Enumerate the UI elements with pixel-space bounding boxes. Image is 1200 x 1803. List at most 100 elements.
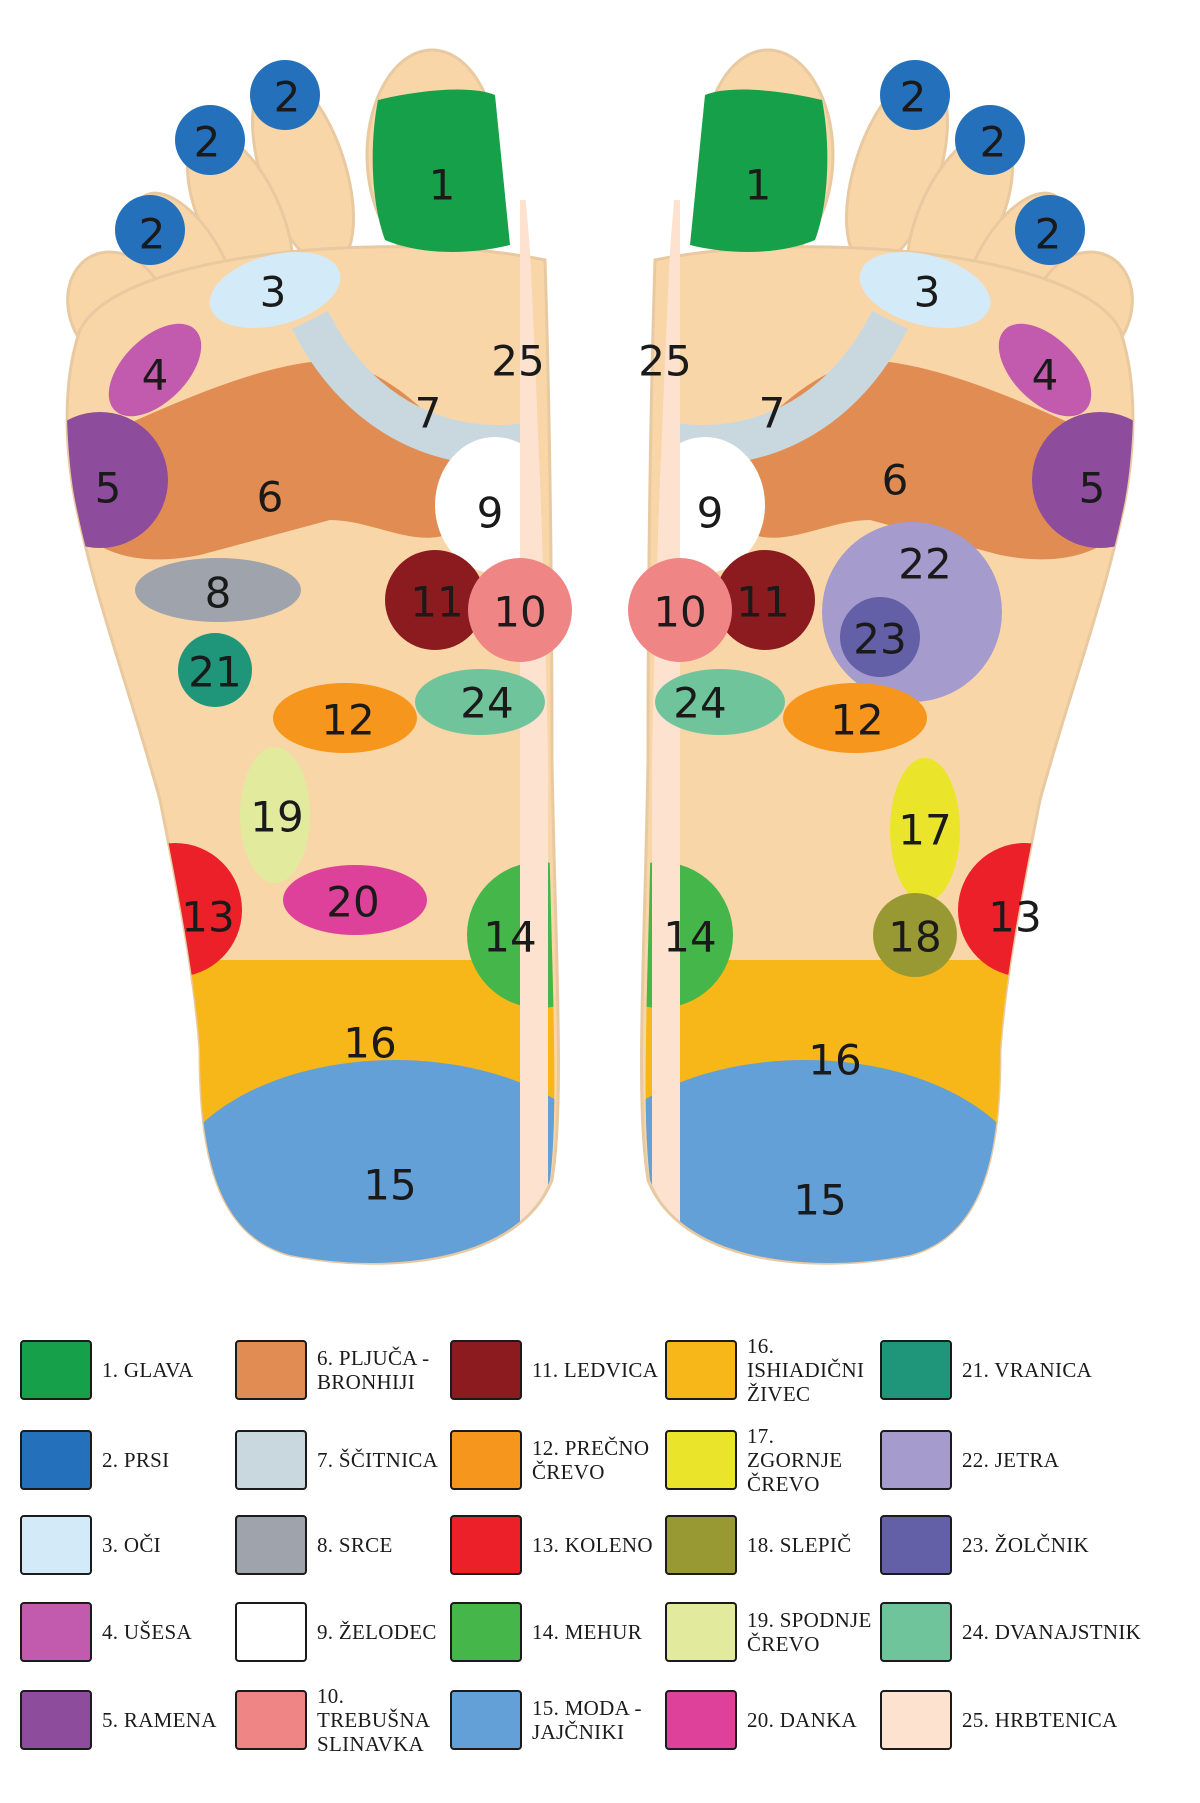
legend-label: 20. DANKA bbox=[747, 1708, 858, 1732]
right-zone-4 bbox=[998, 323, 1092, 417]
left-label-3: 3 bbox=[260, 268, 287, 317]
left-zone-11 bbox=[385, 550, 485, 650]
legend-swatch bbox=[665, 1340, 737, 1400]
right-label-18: 18 bbox=[888, 913, 941, 962]
left-zone-15 bbox=[165, 1060, 555, 1263]
legend-item: 11. LEDVICA bbox=[450, 1330, 660, 1410]
left-label-10: 10 bbox=[493, 588, 546, 637]
right-label-11: 11 bbox=[736, 578, 789, 627]
legend-swatch bbox=[235, 1690, 307, 1750]
left-label-2-a: 2 bbox=[274, 73, 301, 122]
legend-label: 22. JETRA bbox=[962, 1448, 1060, 1472]
legend-swatch bbox=[880, 1602, 952, 1662]
left-label-12: 12 bbox=[321, 696, 374, 745]
legend-label: 14. MEHUR bbox=[532, 1620, 643, 1644]
legend-label: 10. TREBUŠNA SLINAVKA bbox=[317, 1684, 430, 1756]
legend-label: 21. VRANICA bbox=[962, 1358, 1093, 1382]
left-zone-19 bbox=[240, 747, 310, 883]
left-label-5: 5 bbox=[95, 464, 122, 513]
right-label-2-b: 2 bbox=[980, 118, 1007, 167]
left-label-25: 25 bbox=[491, 337, 544, 386]
left-label-24: 24 bbox=[460, 679, 513, 728]
right-zone-5 bbox=[1032, 412, 1134, 548]
left-zone-24 bbox=[415, 669, 545, 735]
right-label-15: 15 bbox=[793, 1176, 846, 1225]
legend-item: 5. RAMENA bbox=[20, 1680, 230, 1760]
left-label-1: 1 bbox=[429, 161, 456, 210]
right-label-24: 24 bbox=[673, 679, 726, 728]
legend-label: 9. ŽELODEC bbox=[317, 1620, 437, 1644]
left-zone-2-c bbox=[115, 195, 185, 265]
right-label-12: 12 bbox=[830, 696, 883, 745]
right-label-5: 5 bbox=[1079, 464, 1106, 513]
legend-label: 5. RAMENA bbox=[102, 1708, 217, 1732]
right-zone-10 bbox=[628, 558, 732, 662]
left-label-21: 21 bbox=[188, 648, 241, 697]
legend-item: 6. PLJUČA - BRONHIJI bbox=[235, 1330, 445, 1410]
left-zone-8 bbox=[135, 558, 301, 622]
right-label-25: 25 bbox=[638, 337, 691, 386]
legend-swatch bbox=[235, 1602, 307, 1662]
legend-item: 24. DVANAJSTNIK bbox=[880, 1592, 1180, 1672]
legend-label: 19. SPODNJE ČREVO bbox=[747, 1608, 872, 1656]
right-label-16: 16 bbox=[808, 1036, 861, 1085]
left-zone-12 bbox=[273, 683, 417, 753]
right-zone-3 bbox=[859, 252, 991, 328]
left-label-4: 4 bbox=[142, 351, 169, 400]
legend-item: 2. PRSI bbox=[20, 1420, 230, 1500]
right-zone-2-c bbox=[1015, 195, 1085, 265]
right-label-10: 10 bbox=[653, 588, 706, 637]
legend-swatch bbox=[665, 1602, 737, 1662]
left-label-8: 8 bbox=[205, 569, 232, 618]
right-zone-1 bbox=[690, 89, 828, 252]
legend-swatch bbox=[880, 1515, 952, 1575]
legend-item: 22. JETRA bbox=[880, 1420, 1180, 1500]
left-zone-10 bbox=[468, 558, 572, 662]
legend-item: 17. ZGORNJE ČREVO bbox=[665, 1420, 875, 1500]
legend-item: 12. PREČNO ČREVO bbox=[450, 1420, 660, 1500]
right-zone-11 bbox=[715, 550, 815, 650]
legend-swatch bbox=[20, 1602, 92, 1662]
legend-label: 24. DVANAJSTNIK bbox=[962, 1620, 1142, 1644]
legend-label: 23. ŽOLČNIK bbox=[962, 1533, 1089, 1557]
legend-item: 21. VRANICA bbox=[880, 1330, 1180, 1410]
legend-label: 7. ŠČITNICA bbox=[317, 1448, 439, 1472]
legend-swatch bbox=[665, 1690, 737, 1750]
legend-label: 4. UŠESA bbox=[102, 1620, 192, 1644]
legend-label: 3. OČI bbox=[102, 1533, 161, 1557]
left-label-11: 11 bbox=[410, 578, 463, 627]
right-label-3: 3 bbox=[914, 268, 941, 317]
legend-item: 4. UŠESA bbox=[20, 1592, 230, 1672]
left-zone-2-a bbox=[250, 60, 320, 130]
left-zone-21 bbox=[178, 633, 252, 707]
foot-reflexology-diagram: 1 2 2 2 3 4 5 6 7 8 9 10 11 12 13 14 15 … bbox=[65, 48, 1135, 1265]
legend-label: 11. LEDVICA bbox=[532, 1358, 659, 1382]
legend-item: 16. ISHIADIČNI ŽIVEC bbox=[665, 1330, 875, 1410]
right-zone-15 bbox=[645, 1060, 1035, 1263]
left-zone-1 bbox=[372, 89, 510, 252]
legend-swatch bbox=[450, 1602, 522, 1662]
right-zone-2-a bbox=[880, 60, 950, 130]
right-label-14: 14 bbox=[663, 913, 716, 962]
legend-label: 17. ZGORNJE ČREVO bbox=[747, 1424, 843, 1496]
legend-item: 20. DANKA bbox=[665, 1680, 875, 1760]
left-label-14: 14 bbox=[483, 913, 536, 962]
legend-swatch bbox=[880, 1340, 952, 1400]
legend-swatch bbox=[665, 1430, 737, 1490]
legend-label: 6. PLJUČA - BRONHIJI bbox=[317, 1346, 430, 1394]
legend-label: 2. PRSI bbox=[102, 1448, 170, 1472]
right-zone-18 bbox=[873, 893, 957, 977]
left-zone-3 bbox=[209, 252, 341, 328]
legend-item: 14. MEHUR bbox=[450, 1592, 660, 1672]
legend-item: 7. ŠČITNICA bbox=[235, 1420, 445, 1500]
right-zone-17 bbox=[890, 758, 960, 902]
left-zone-4 bbox=[108, 323, 202, 417]
right-label-2-a: 2 bbox=[900, 73, 927, 122]
left-label-20: 20 bbox=[326, 878, 379, 927]
legend-swatch bbox=[20, 1430, 92, 1490]
right-zone-24 bbox=[655, 669, 785, 735]
right-zone-12 bbox=[783, 683, 927, 753]
right-label-6: 6 bbox=[882, 456, 909, 505]
right-label-2-c: 2 bbox=[1035, 210, 1062, 259]
right-label-13: 13 bbox=[988, 893, 1041, 942]
